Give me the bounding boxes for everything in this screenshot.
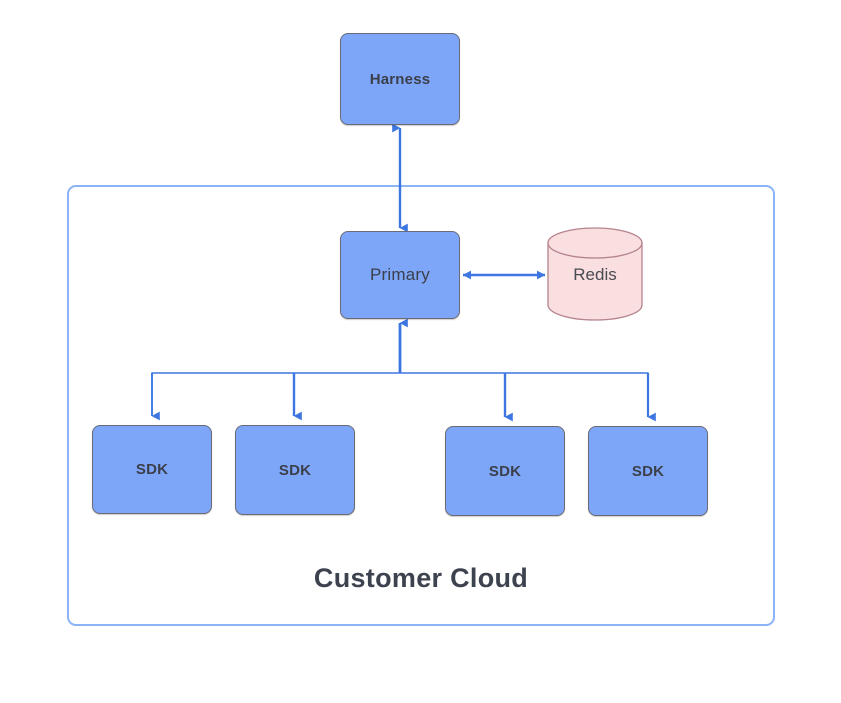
customer-cloud-container: [67, 185, 775, 626]
node-sdk-3[interactable]: SDK: [445, 426, 565, 516]
node-primary-label: Primary: [370, 265, 430, 284]
node-sdk-3-label: SDK: [488, 462, 522, 480]
node-sdk-1-label: SDK: [135, 461, 169, 478]
node-harness[interactable]: Harness: [340, 33, 460, 125]
node-sdk-1[interactable]: SDK: [92, 425, 212, 514]
node-sdk-2-label: SDK: [278, 461, 312, 479]
node-harness-label: Harness: [369, 70, 431, 88]
node-sdk-2[interactable]: SDK: [235, 425, 355, 515]
node-sdk-4[interactable]: SDK: [588, 426, 708, 516]
node-sdk-4-label: SDK: [631, 462, 665, 480]
customer-cloud-title: Customer Cloud: [313, 563, 529, 593]
node-primary[interactable]: Primary: [340, 231, 460, 319]
redis-label: Redis: [573, 265, 617, 284]
